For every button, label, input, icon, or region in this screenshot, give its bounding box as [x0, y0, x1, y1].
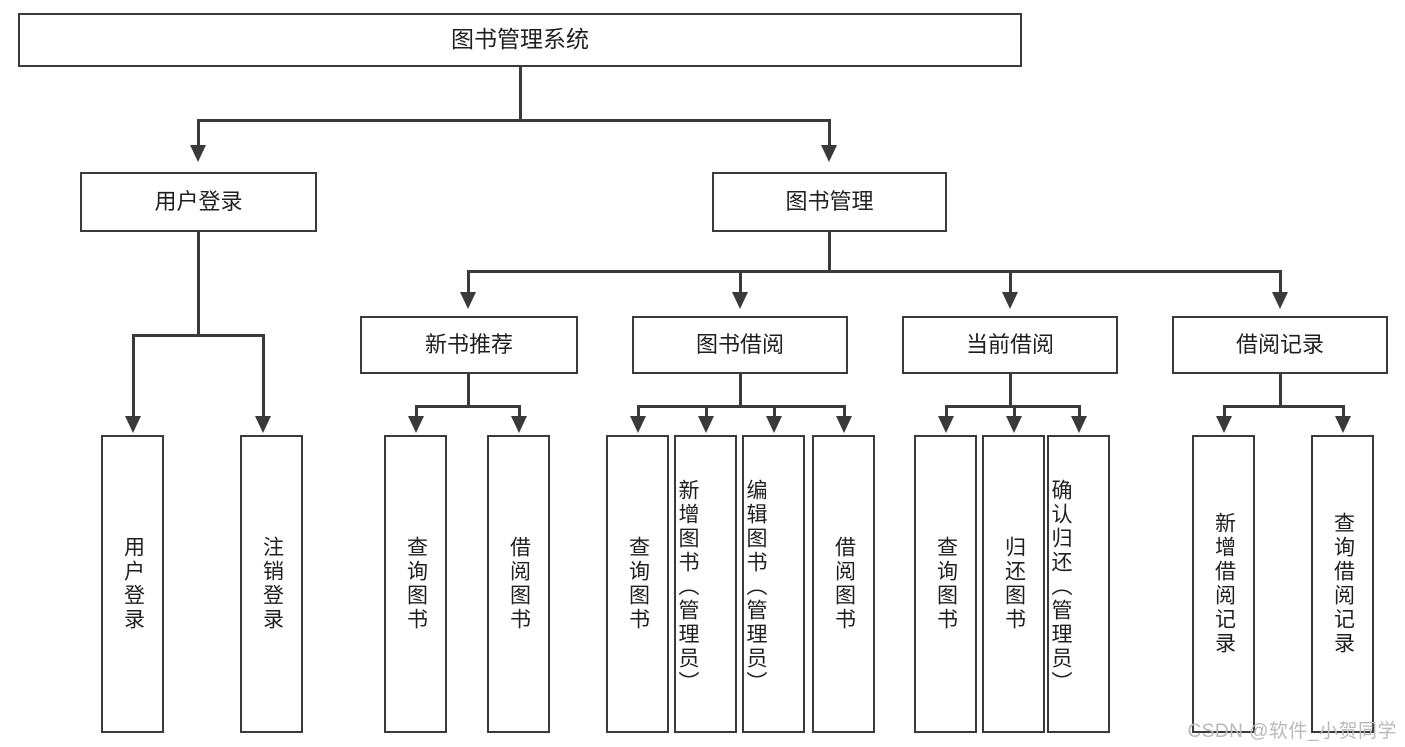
node-book-manage[interactable]: 图书管理: [712, 172, 947, 232]
leaf-edit-book[interactable]: 编辑图书（管理员）: [742, 435, 805, 733]
connector-new-book-recommend-bar: [416, 405, 520, 408]
leaf-confirm-return[interactable]: 确认归还（管理员）: [1047, 435, 1110, 733]
arrowhead-leaf-borrow-book-2: [836, 416, 852, 433]
connector-cb-leg-1: [945, 405, 948, 418]
connector-br-leg-1: [1223, 405, 1226, 418]
node-book-borrow[interactable]: 图书借阅: [632, 316, 848, 374]
csdn-watermark: CSDN @软件_小贺同学: [1187, 721, 1397, 742]
node-current-borrow[interactable]: 当前借阅: [902, 316, 1118, 374]
leaf-borrow-book-1[interactable]: 借阅图书: [487, 435, 550, 733]
connector-user-login-leg-2: [262, 334, 265, 418]
leaf-add-record-label: 新增借阅记录: [1212, 512, 1236, 656]
leaf-return-book-label: 归还图书: [1002, 536, 1026, 632]
connector-to-borrow-record: [1279, 270, 1282, 294]
arrowhead-borrow-record: [1272, 292, 1288, 309]
arrowhead-leaf-confirm-return: [1071, 416, 1087, 433]
leaf-query-book-1[interactable]: 查询图书: [384, 435, 447, 733]
node-new-book-recommend-label: 新书推荐: [424, 331, 513, 357]
node-user-login[interactable]: 用户登录: [80, 172, 317, 232]
arrowhead-leaf-logout-login: [255, 416, 271, 433]
connector-borrow-record-stem: [1279, 374, 1282, 407]
connector-to-book-borrow: [739, 270, 742, 294]
node-current-borrow-label: 当前借阅: [965, 331, 1054, 357]
connector-user-login-leg-1: [132, 334, 135, 418]
arrowhead-user-login: [190, 145, 206, 162]
arrowhead-book-manage: [821, 145, 837, 162]
connector-bb-leg-1: [637, 405, 640, 418]
connector-level2-bar: [468, 270, 1281, 273]
node-new-book-recommend[interactable]: 新书推荐: [360, 316, 578, 374]
node-user-login-label: 用户登录: [154, 188, 243, 214]
arrowhead-leaf-borrow-book-1: [511, 416, 527, 433]
connector-to-book-manage: [828, 119, 831, 147]
connector-bb-leg-3: [773, 405, 776, 418]
node-book-manage-label: 图书管理: [785, 188, 874, 214]
leaf-return-book[interactable]: 归还图书: [982, 435, 1045, 733]
arrowhead-current-borrow: [1002, 292, 1018, 309]
leaf-query-book-1-label: 查询图书: [404, 536, 428, 632]
connector-level1-bar: [198, 119, 831, 122]
leaf-borrow-book-2-label: 借阅图书: [832, 536, 856, 632]
arrowhead-leaf-return-book: [1006, 416, 1022, 433]
connector-nbr-leg-1: [415, 405, 418, 418]
connector-book-manage-stem: [828, 232, 831, 272]
connector-cb-leg-3: [1078, 405, 1081, 418]
leaf-query-record[interactable]: 查询借阅记录: [1311, 435, 1374, 733]
connector-new-book-recommend-stem: [467, 374, 470, 407]
connector-to-current-borrow: [1009, 270, 1012, 294]
arrowhead-leaf-query-record: [1335, 416, 1351, 433]
connector-current-borrow-stem: [1009, 374, 1012, 407]
leaf-query-record-label: 查询借阅记录: [1331, 512, 1355, 656]
leaf-logout-login[interactable]: 注销登录: [240, 435, 303, 733]
leaf-add-book[interactable]: 新增图书（管理员）: [674, 435, 737, 733]
leaf-edit-book-label: 编辑图书（管理员）: [744, 479, 768, 695]
node-root-label: 图书管理系统: [451, 26, 589, 53]
connector-cb-leg-2: [1013, 405, 1016, 418]
leaf-query-book-2-label: 查询图书: [626, 536, 650, 632]
arrowhead-leaf-query-book-2: [630, 416, 646, 433]
connector-root-stem: [519, 67, 522, 121]
connector-bb-leg-2: [705, 405, 708, 418]
leaf-user-login-label: 用户登录: [121, 536, 145, 632]
arrowhead-leaf-query-book-1: [408, 416, 424, 433]
leaf-add-record[interactable]: 新增借阅记录: [1192, 435, 1255, 733]
node-borrow-record[interactable]: 借阅记录: [1172, 316, 1388, 374]
arrowhead-book-borrow: [732, 292, 748, 309]
arrowhead-leaf-user-login: [125, 416, 141, 433]
connector-borrow-record-bar: [1224, 405, 1344, 408]
leaf-borrow-book-1-label: 借阅图书: [507, 536, 531, 632]
connector-br-leg-2: [1342, 405, 1345, 418]
connector-book-borrow-bar: [638, 405, 846, 408]
connector-bb-leg-4: [843, 405, 846, 418]
arrowhead-leaf-add-record: [1216, 416, 1232, 433]
leaf-query-book-2[interactable]: 查询图书: [606, 435, 669, 733]
connector-book-borrow-stem: [739, 374, 742, 407]
leaf-borrow-book-2[interactable]: 借阅图书: [812, 435, 875, 733]
leaf-user-login[interactable]: 用户登录: [101, 435, 164, 733]
node-borrow-record-label: 借阅记录: [1235, 331, 1324, 357]
leaf-confirm-return-label: 确认归还（管理员）: [1049, 479, 1073, 695]
node-root[interactable]: 图书管理系统: [18, 13, 1022, 67]
arrowhead-leaf-add-book: [698, 416, 714, 433]
connector-user-login-stem: [197, 232, 200, 336]
leaf-logout-login-label: 注销登录: [260, 536, 284, 632]
arrowhead-leaf-edit-book: [766, 416, 782, 433]
connector-user-login-bar: [133, 334, 264, 337]
connector-nbr-leg-2: [518, 405, 521, 418]
node-book-borrow-label: 图书借阅: [695, 331, 784, 357]
connector-to-new-book-recommend: [467, 270, 470, 294]
leaf-query-book-3-label: 查询图书: [934, 536, 958, 632]
leaf-query-book-3[interactable]: 查询图书: [914, 435, 977, 733]
arrowhead-leaf-query-book-3: [938, 416, 954, 433]
leaf-add-book-label: 新增图书（管理员）: [676, 479, 700, 695]
arrowhead-new-book-recommend: [460, 292, 476, 309]
connector-to-user-login: [197, 119, 200, 147]
